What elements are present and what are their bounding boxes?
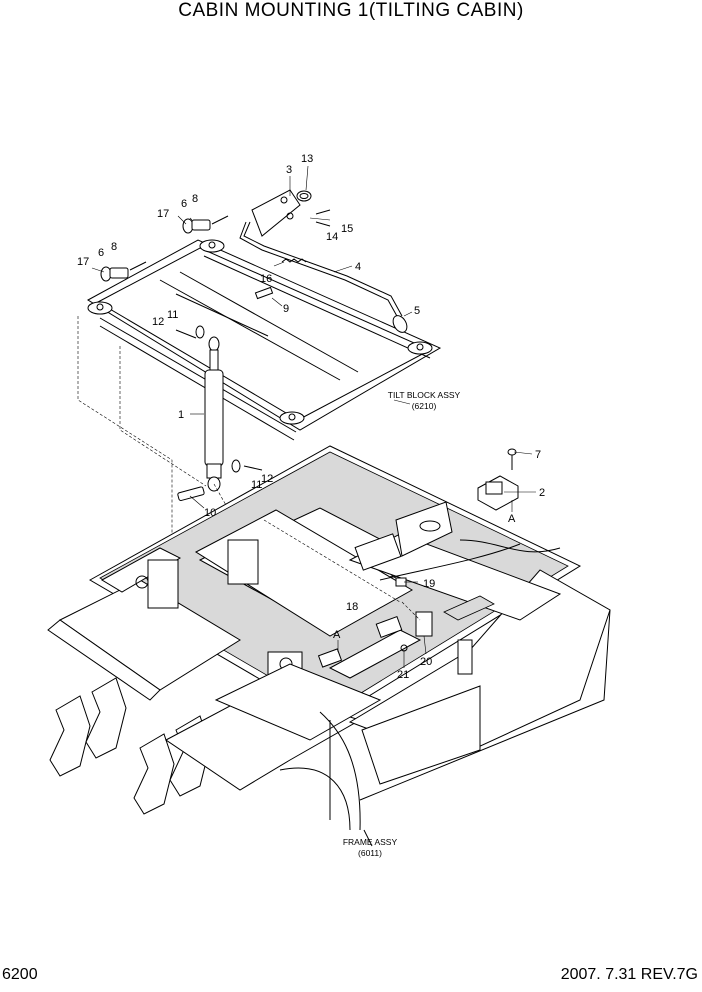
callout-3: 3	[286, 164, 292, 176]
callout-18: 18	[346, 601, 358, 613]
callout-9: 9	[283, 303, 289, 315]
tilt-block-name: TILT BLOCK ASSY	[388, 390, 461, 400]
tilt-lever	[239, 221, 408, 333]
assembly-notes: TILT BLOCK ASSY (6210) FRAME ASSY (6011)	[343, 390, 461, 858]
callout-2: 2	[539, 487, 545, 499]
callout-17b: 17	[77, 256, 89, 268]
callout-14: 14	[326, 231, 338, 243]
callout-10: 10	[204, 507, 216, 519]
callout-7: 7	[535, 449, 541, 461]
lever-bracket	[251, 189, 301, 237]
callout-17a: 17	[157, 208, 169, 220]
switch-bracket	[477, 448, 519, 511]
callout-12a: 12	[152, 316, 164, 328]
callout-A-switch: A	[508, 513, 516, 525]
frame-code: (6011)	[358, 848, 382, 858]
page-number: 6200	[2, 966, 38, 983]
callout-6a: 6	[181, 198, 187, 210]
callout-leaders	[91, 165, 536, 668]
callout-8a: 8	[192, 193, 198, 205]
tilt-block-code: (6210)	[412, 401, 437, 411]
callout-19: 19	[423, 578, 435, 590]
callout-6b: 6	[98, 247, 104, 259]
callout-15: 15	[341, 223, 353, 235]
callout-13: 13	[301, 153, 313, 165]
tilt-cylinder	[204, 336, 224, 492]
frame-name: FRAME ASSY	[343, 837, 398, 847]
page-title: CABIN MOUNTING 1(TILTING CABIN)	[178, 0, 524, 21]
callout-11a: 11	[167, 309, 178, 321]
callout-labels: 1 2 3 4 5 6 6 7 8 8 9 10 11 11 12 12 13 …	[77, 153, 545, 681]
callout-5: 5	[414, 305, 420, 317]
callout-A-frame: A	[333, 629, 341, 641]
tilt-block-frame	[87, 239, 442, 441]
callout-1: 1	[178, 409, 184, 421]
callout-21: 21	[397, 669, 409, 681]
revision-stamp: 2007. 7.31 REV.7G	[560, 966, 698, 983]
callout-4: 4	[355, 261, 361, 273]
main-frame	[47, 445, 611, 847]
callout-12b: 12	[261, 473, 273, 485]
callout-11b: 11	[251, 479, 262, 491]
callout-8b: 8	[111, 241, 117, 253]
callout-16: 16	[260, 273, 272, 285]
callout-20: 20	[420, 656, 432, 668]
